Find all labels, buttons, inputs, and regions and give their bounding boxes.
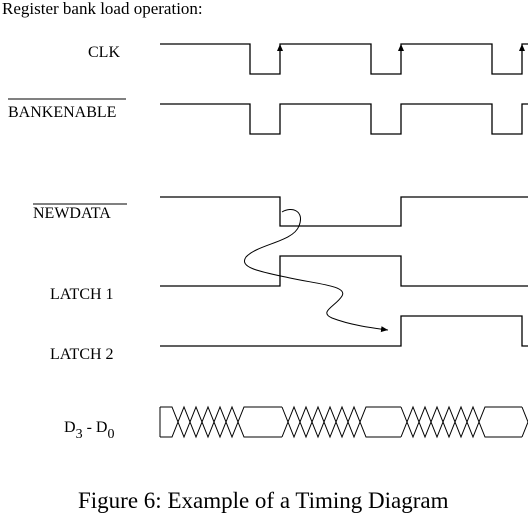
bus-transition-3 bbox=[400, 405, 492, 439]
waveform-latch1 bbox=[160, 255, 528, 287]
waveform-clk bbox=[160, 43, 528, 75]
signal-label-bankenable: BANKENABLE bbox=[8, 104, 116, 121]
bus-stable-1 bbox=[250, 406, 282, 438]
diagram-heading: Register bank load operation: bbox=[2, 0, 203, 18]
waveform-bankenable bbox=[160, 103, 528, 135]
signal-label-data-bus: D3 - D0 bbox=[64, 419, 114, 442]
signal-label-latch1: LATCH 1 bbox=[50, 286, 114, 303]
signal-label-clk: CLK bbox=[88, 44, 120, 61]
bus-transition-1 bbox=[160, 405, 250, 439]
waveform-newdata bbox=[160, 196, 528, 227]
bus-stable-3 bbox=[492, 406, 522, 438]
signal-label-newdata: NEWDATA bbox=[33, 205, 111, 222]
figure-caption: Figure 6: Example of a Timing Diagram bbox=[78, 488, 449, 513]
waveform-data-bus bbox=[159, 405, 528, 439]
bus-transition-2 bbox=[281, 405, 371, 439]
causal-arrow bbox=[243, 209, 389, 333]
bus-transition-4 bbox=[521, 406, 528, 438]
waveform-latch2 bbox=[160, 315, 528, 347]
bus-stable-2 bbox=[371, 406, 401, 438]
signal-label-latch2: LATCH 2 bbox=[50, 346, 114, 363]
